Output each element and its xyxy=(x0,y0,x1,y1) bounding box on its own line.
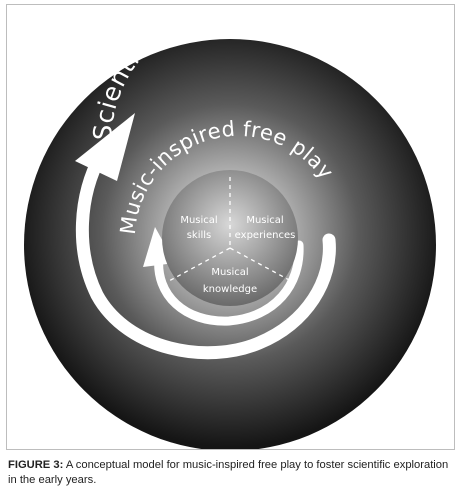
divider-left xyxy=(168,247,231,282)
conceptual-model-diagram: Scientific exploration Music-inspired fr… xyxy=(24,5,436,449)
segment-experiences-label-line2: experiences xyxy=(235,230,296,241)
inner-circle xyxy=(162,170,298,306)
segment-skills-label-line2: skills xyxy=(187,230,212,241)
segment-knowledge-label: Musical xyxy=(211,267,248,278)
divider-right xyxy=(229,247,292,282)
outer-spiral-arrow xyxy=(75,148,336,360)
inner-spiral-arrow xyxy=(154,240,304,326)
caption-text: A conceptual model for music-inspired fr… xyxy=(8,459,449,486)
segment-knowledge-label-line2: knowledge xyxy=(203,284,257,295)
outer-arrowhead-icon xyxy=(75,113,135,181)
segment-experiences-label: Musical xyxy=(246,215,283,226)
figure-caption: FIGURE 3: A conceptual model for music-i… xyxy=(8,458,456,488)
caption-label: FIGURE 3: xyxy=(8,459,64,471)
segment-skills-label: Musical xyxy=(180,215,217,226)
